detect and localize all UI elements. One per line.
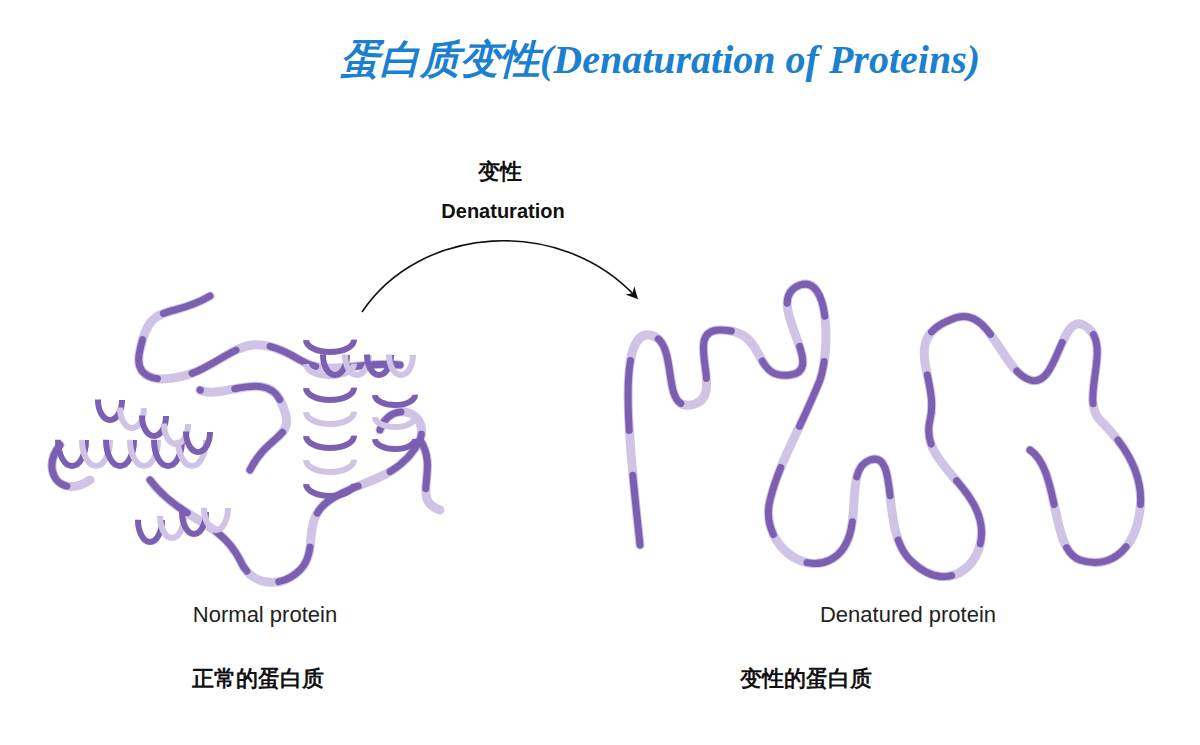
- helix-turn: [389, 335, 413, 375]
- helix-turn: [375, 385, 415, 405]
- helix-turn: [186, 412, 210, 452]
- arrow-label: Denaturation: [441, 200, 564, 223]
- helix-turn: [306, 376, 354, 400]
- unfolded-protein: [628, 284, 1141, 576]
- folded-protein: [52, 296, 440, 582]
- helix-turn: [204, 486, 228, 530]
- illustration-label: 变性的蛋白质: [740, 664, 872, 694]
- illustration-label: Normal protein: [193, 602, 337, 628]
- arrow-label: 变性: [478, 157, 522, 187]
- helix-turn: [306, 448, 354, 472]
- helix-turn: [306, 424, 354, 448]
- helix-turn: [306, 472, 354, 496]
- illustration-label: 正常的蛋白质: [192, 664, 324, 694]
- title: 蛋白质变性(Denaturation of Proteins): [340, 32, 980, 87]
- helix-turn: [306, 400, 354, 424]
- helix-turn: [375, 429, 415, 449]
- helix-turn: [306, 328, 354, 352]
- illustration-label: Denatured protein: [820, 602, 996, 628]
- helix-turn: [375, 407, 415, 427]
- denaturation-arrow: [362, 241, 636, 312]
